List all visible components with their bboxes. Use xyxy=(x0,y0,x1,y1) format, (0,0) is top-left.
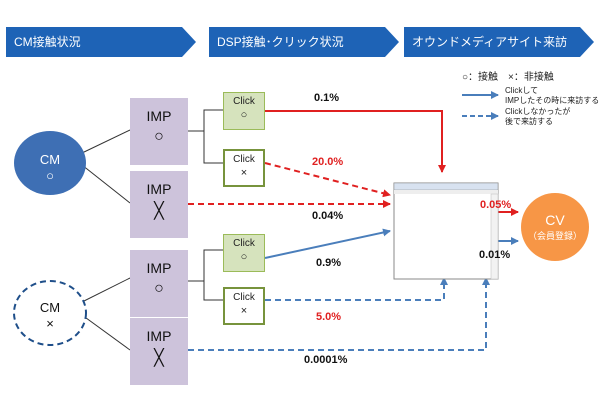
legend-marks: ○：接触 ×：非接触 xyxy=(462,72,554,83)
imp-label: IMP xyxy=(146,108,172,124)
click-mark: ○ xyxy=(240,251,248,263)
imp-label: IMP xyxy=(146,328,172,344)
rate-cv-red: 0.05% xyxy=(480,199,512,211)
imp-mark: ╳ xyxy=(154,203,164,220)
click-box-2-clicked: Click ○ xyxy=(223,234,265,272)
imp-box-cm-yes-imp-no: IMP ╳ xyxy=(130,171,188,238)
legend-solid-text: Clickして IMPしたその時に来訪する xyxy=(505,86,599,106)
click-label: Click xyxy=(233,96,255,107)
cm-no-label: CM × xyxy=(20,300,80,331)
cm-yes-oval xyxy=(14,131,86,195)
click-box-1-clicked: Click ○ xyxy=(223,92,265,130)
imp-label: IMP xyxy=(146,181,172,197)
path-noclick-visit xyxy=(264,162,391,198)
cm-yes-label: CM ○ xyxy=(20,152,80,183)
cv-subtitle: （会員登録） xyxy=(527,231,582,241)
imp-label: IMP xyxy=(146,260,172,276)
cm-no-text: CM xyxy=(39,300,61,315)
header-dsp-status: DSP接触･クリック状況 xyxy=(209,27,399,57)
click-mark: ○ xyxy=(240,109,248,121)
imp-mark: ○ xyxy=(154,280,164,297)
legend-dashed-text: Clickしなかったが 後で来訪する xyxy=(505,107,570,127)
cm-no-oval xyxy=(13,280,87,346)
click-box-2-not-clicked: Click × xyxy=(223,287,265,325)
non-contact-mark: × xyxy=(46,316,54,331)
legend-solid-line2: IMPしたその時に来訪する xyxy=(505,96,600,105)
owned-media-site-window xyxy=(393,182,499,280)
path-noimp-visit-2 xyxy=(188,277,490,351)
click-box-1-not-clicked: Click × xyxy=(223,149,265,187)
path-click-visit xyxy=(265,110,446,173)
rate-noclick-visit: 20.0% xyxy=(312,156,344,168)
path-noclick-visit-2 xyxy=(265,277,448,301)
imp-box-cm-no-imp-no: IMP ╳ xyxy=(130,318,188,385)
click-label: Click xyxy=(233,238,255,249)
bracket-imp3 xyxy=(188,249,223,301)
cv-circle xyxy=(521,193,589,261)
cv-title: CV xyxy=(545,212,565,228)
rate-noclick-visit-2: 5.0% xyxy=(316,311,342,323)
cm-yes-text: CM xyxy=(39,152,61,167)
click-label: Click xyxy=(233,154,255,165)
header-cm-status: CM接触状況 xyxy=(6,27,196,57)
imp-mark: ╳ xyxy=(154,350,164,367)
rate-noimp-visit-2: 0.0001% xyxy=(304,354,348,366)
contact-mark: ○ xyxy=(46,168,54,183)
click-mark: × xyxy=(240,305,248,317)
click-mark: × xyxy=(240,167,248,179)
cv-label: CV （会員登録） xyxy=(521,212,589,242)
legend-dashed-line1: Clickしなかったが xyxy=(505,107,571,116)
edge-cm-yes-imp-yes xyxy=(81,129,131,154)
rate-click-visit: 0.1% xyxy=(314,92,340,104)
path-click-visit-2 xyxy=(264,228,391,259)
edge-cm-no-imp-no xyxy=(81,314,131,351)
rate-click-visit-2: 0.9% xyxy=(316,257,342,269)
edge-cm-no-imp-yes xyxy=(81,277,131,303)
click-label: Click xyxy=(233,292,255,303)
rate-noimp-visit: 0.04% xyxy=(312,210,344,222)
bracket-imp1 xyxy=(188,109,223,164)
legend-dashed-line2: 後で来訪する xyxy=(505,117,553,126)
edge-cm-yes-imp-no xyxy=(81,164,131,204)
imp-box-cm-yes-imp-yes: IMP ○ xyxy=(130,98,188,165)
header-owned-media-visit: オウンドメディアサイト来訪 xyxy=(404,27,594,57)
rate-cv-blue: 0.01% xyxy=(479,249,511,261)
imp-box-cm-no-imp-yes: IMP ○ xyxy=(130,250,188,317)
imp-mark: ○ xyxy=(154,128,164,145)
legend-solid-line1: Clickして xyxy=(505,86,539,95)
